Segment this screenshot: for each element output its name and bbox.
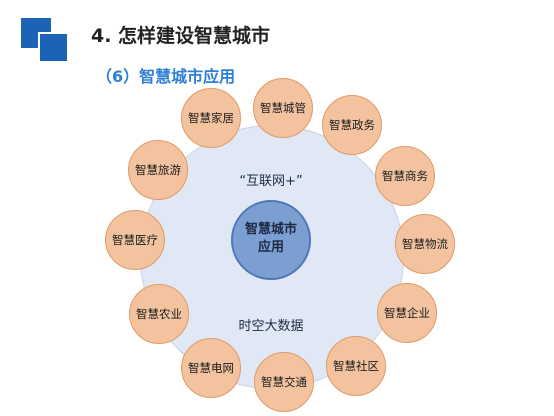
node-2: 智慧政务: [322, 95, 382, 155]
node-3: 智慧商务: [375, 146, 435, 206]
center-circle: [231, 200, 311, 280]
node-6: 智慧社区: [326, 336, 386, 396]
ring-label-big-data: 时空大数据: [238, 319, 304, 334]
node-11: 智慧旅游: [128, 140, 188, 200]
node-8: 智慧电网: [181, 338, 241, 398]
slide-subtitle: （6）智慧城市应用: [96, 67, 236, 86]
center-label: 智慧城市 应用: [231, 221, 311, 257]
node-10: 智慧医疗: [105, 210, 165, 270]
node-7: 智慧交通: [254, 352, 314, 412]
node-9: 智慧农业: [129, 284, 189, 344]
node-12: 智慧家居: [181, 88, 241, 148]
center-label-line1: 智慧城市: [244, 222, 297, 237]
node-4: 智慧物流: [395, 214, 455, 274]
slide-title: 4. 怎样建设智慧城市: [91, 25, 271, 47]
center-label-line2: 应用: [257, 240, 284, 255]
slide-logo: [21, 18, 77, 63]
logo-square-inner: [44, 38, 63, 57]
node-5: 智慧企业: [377, 283, 437, 343]
node-1: 智慧城管: [253, 78, 313, 138]
ring-label-internet-plus: “互联网+”: [239, 174, 303, 189]
